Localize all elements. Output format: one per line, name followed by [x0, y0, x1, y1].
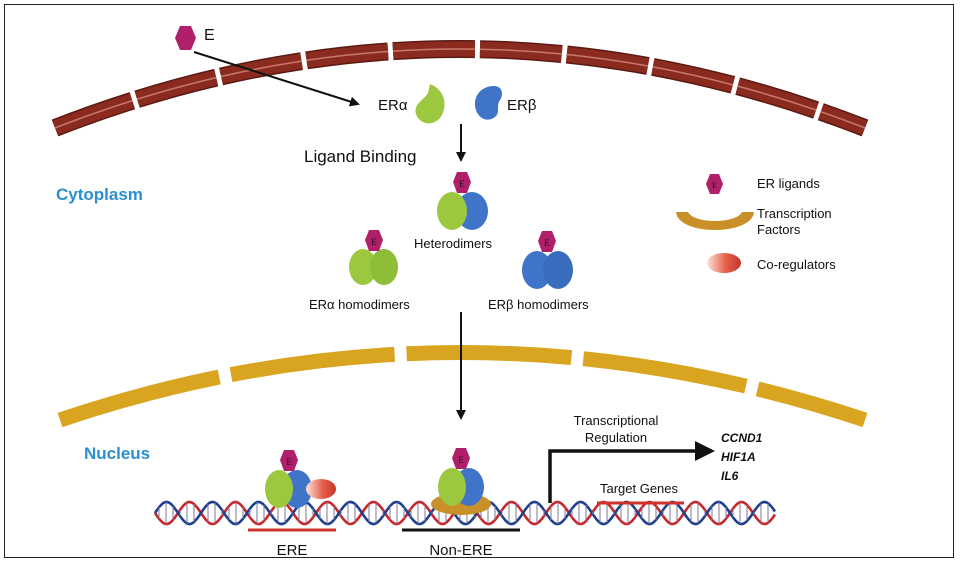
er-beta-icon: [474, 86, 502, 120]
er-alpha-label: ERα: [378, 97, 408, 114]
beta-homodimer-icon: E: [522, 231, 573, 289]
ere-label: ERE: [277, 542, 308, 559]
non-ere-bound-complex-icon: E: [431, 448, 491, 515]
transcriptional-label: Transcriptional: [574, 413, 659, 428]
gene-ccnd1: CCND1: [721, 431, 763, 445]
legend-ligand-icon: [706, 174, 723, 194]
legend-coregulator-icon: [707, 253, 741, 273]
heterodimers-label: Heterodimers: [414, 236, 493, 251]
er-beta-label: ERβ: [507, 97, 537, 114]
svg-text:E: E: [286, 457, 292, 467]
legend-coregulators-label: Co-regulators: [757, 257, 836, 272]
alpha-homodimer-icon: E: [349, 230, 398, 285]
alpha-homodimers-label: ERα homodimers: [309, 297, 410, 312]
legend-tf-line1: Transcription: [757, 206, 832, 221]
cytoplasm-label: Cytoplasm: [56, 185, 143, 204]
legend-transcription-factor-icon: [676, 212, 754, 230]
regulation-label: Regulation: [585, 430, 647, 445]
gene-il6: IL6: [721, 469, 739, 483]
ligand-icon: [175, 26, 196, 50]
cell-membrane: [51, 40, 869, 137]
nuclear-envelope: [57, 345, 868, 428]
gene-hif1a: HIF1A: [721, 450, 756, 464]
target-genes-label: Target Genes: [600, 481, 679, 496]
non-ere-label: Non-ERE: [429, 542, 492, 559]
ere-bound-complex-icon: E: [265, 450, 336, 508]
svg-text:E: E: [459, 179, 465, 189]
er-alpha-icon: [415, 84, 445, 124]
legend-ligands-label: ER ligands: [757, 176, 820, 191]
beta-homodimers-label: ERβ homodimers: [488, 297, 589, 312]
entry-arrow: [193, 51, 360, 107]
nucleus-label: Nucleus: [84, 444, 150, 463]
svg-text:E: E: [712, 181, 717, 190]
heterodimer-icon: E: [437, 172, 488, 230]
svg-text:E: E: [371, 237, 377, 247]
legend-tf-line2: Factors: [757, 222, 801, 237]
coregulator-icon: [306, 479, 336, 499]
svg-text:E: E: [458, 455, 464, 465]
ligand-binding-label: Ligand Binding: [304, 147, 416, 166]
ligand-label: E: [204, 27, 215, 44]
svg-text:E: E: [544, 238, 550, 248]
transcription-arrow: [548, 449, 698, 503]
transcription-arrowhead: [695, 441, 715, 461]
legend: E ER ligands Transcription Factors Co-re…: [676, 174, 836, 273]
